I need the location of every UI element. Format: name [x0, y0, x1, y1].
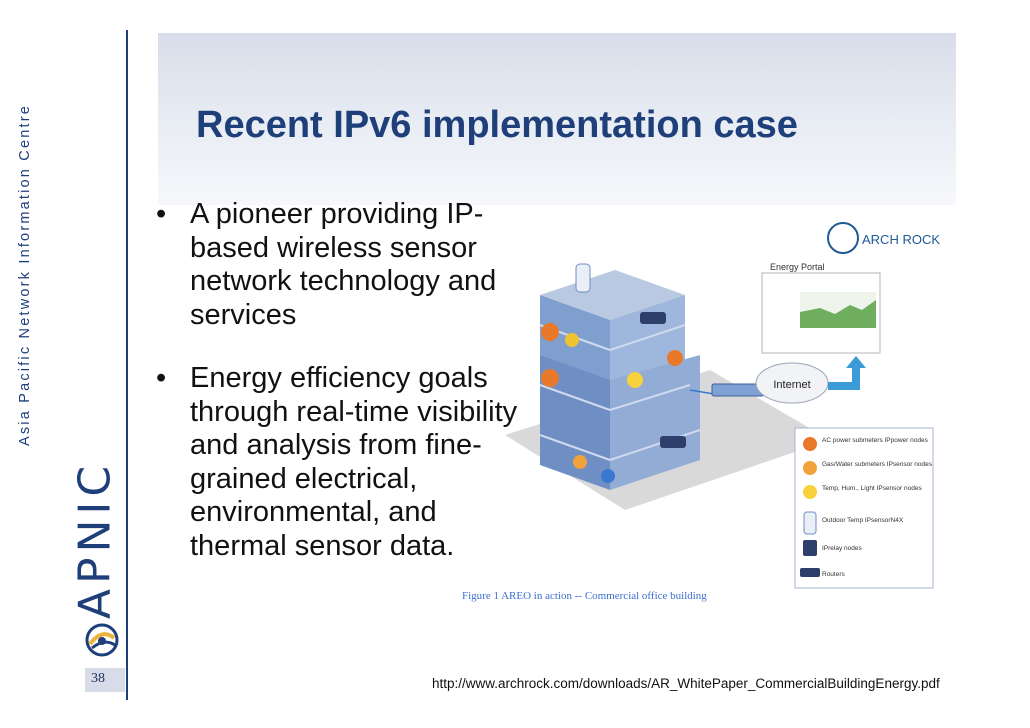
portal-chart-series: [800, 300, 876, 328]
logo-wordmark: APNIC: [69, 460, 121, 620]
bullet-list: A pioneer providing IP-based wireless se…: [152, 198, 532, 563]
figure-caption: Figure 1 AREO in action -- Commercial of…: [462, 590, 707, 602]
title-band: [158, 33, 956, 205]
legend-item: Routers: [822, 571, 846, 578]
lightning-icon: [541, 369, 559, 387]
router-icon: [640, 312, 666, 324]
sun-icon: [627, 372, 643, 388]
lightning-icon: [541, 323, 559, 341]
figure-legend: AC power submeters IPpower nodes Gas/Wat…: [794, 427, 934, 589]
lightning-icon: [803, 437, 817, 451]
router-icon: [660, 436, 686, 448]
org-name-vertical: Asia Pacific Network Information Centre: [10, 104, 40, 446]
legend-item: AC power submeters IPpower nodes: [822, 437, 929, 444]
relay-icon: [803, 540, 817, 556]
thermometer-icon: [803, 511, 817, 535]
portal-label: Energy Portal: [770, 262, 825, 272]
sun-icon: [565, 333, 579, 347]
lightning-icon: [667, 350, 683, 366]
legend-item: IPrelay nodes: [822, 545, 862, 552]
org-name: Asia Pacific Network Information Centre: [17, 103, 33, 447]
sun-icon: [803, 485, 817, 499]
router-icon: [800, 568, 820, 577]
page-number: 38: [85, 668, 125, 692]
bullet-item: A pioneer providing IP-based wireless se…: [152, 198, 532, 332]
apnic-logo-icon: [85, 623, 119, 657]
sidebar-divider: [126, 30, 128, 700]
legend-item: Outdoor Temp IPsensorN4X: [822, 517, 904, 524]
upload-arrow-icon: [828, 356, 866, 390]
cloud-label: Internet: [773, 379, 810, 391]
brand-name: ARCH ROCK: [862, 232, 940, 247]
legend-item: Gas/Water submeters IPsensor nodes: [822, 461, 933, 468]
arch-rock-logo-icon: [827, 222, 859, 254]
source-url[interactable]: http://www.archrock.com/downloads/AR_Whi…: [432, 676, 940, 691]
apnic-logo-text: APNIC: [60, 450, 130, 630]
building-illustration: [539, 270, 701, 490]
bullet-item: Energy efficiency goals through real-tim…: [152, 362, 532, 563]
legend-item: Temp, Hum., Light IPsensor nodes: [822, 485, 922, 492]
slide-title: Recent IPv6 implementation case: [196, 104, 798, 146]
sidebar: Asia Pacific Network Information Centre …: [0, 0, 128, 728]
thermometer-icon: [575, 263, 591, 293]
flame-icon: [601, 469, 615, 483]
flame-icon: [573, 455, 587, 469]
building-sensor-figure: Internet ARCH ROCK Energy Portal AC powe…: [505, 222, 940, 589]
flame-icon: [803, 461, 817, 475]
